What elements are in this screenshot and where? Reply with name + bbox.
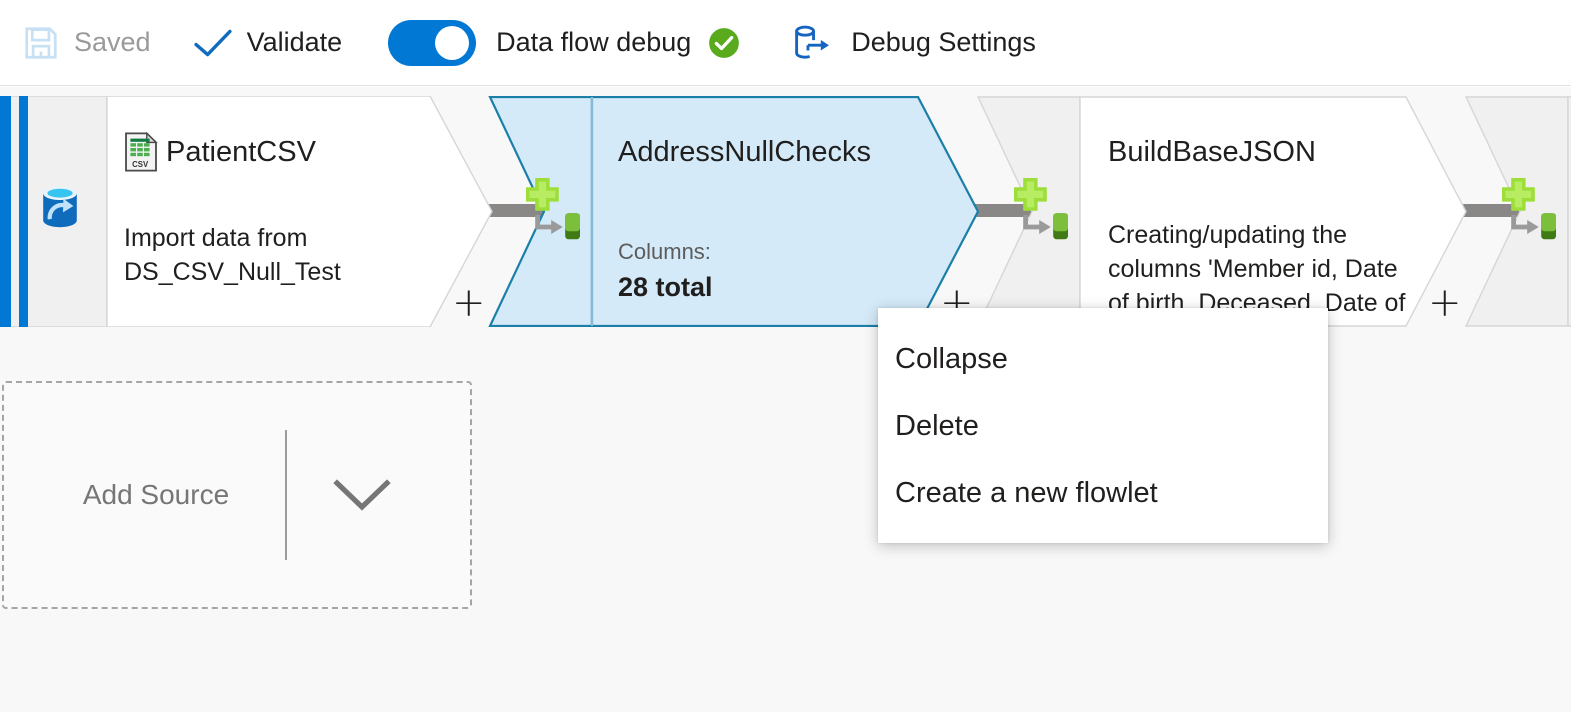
toggle-knob [435,25,470,60]
add-source-button[interactable]: Add Source [2,381,472,609]
save-label: Saved [74,27,151,57]
data-flow-canvas[interactable]: CSV PatientCSV Import data from DS_CSV_N… [0,87,1571,712]
node-title: PatientCSV [166,136,316,168]
toolbar: Saved Validate Data flow debug [0,0,1571,86]
node-description: Creating/updating the columns 'Member id… [1108,221,1406,317]
debug-settings-button[interactable]: Debug Settings [789,13,1036,73]
svg-text:CSV: CSV [132,160,149,169]
data-flow-debug-toggle[interactable] [388,19,477,66]
data-flow-debug-label: Data flow debug [496,27,692,57]
context-menu-item-delete[interactable]: Delete [895,410,979,442]
node-shape [976,96,1467,327]
debug-settings-label: Debug Settings [851,27,1036,57]
add-transform-plus-button[interactable]: + [452,280,486,326]
validate-label: Validate [246,27,343,57]
csv-file-icon: CSV [124,131,158,177]
node-shape [488,96,980,327]
data-flow-node-source[interactable]: CSV PatientCSV Import data from DS_CSV_N… [0,96,500,327]
node-columns-label: Columns: [618,239,711,264]
add-transform-plus-button[interactable]: + [1428,280,1462,326]
derived-column-icon [1004,176,1076,249]
node-title: BuildBaseJSON [1108,136,1316,168]
database-export-icon [789,21,833,65]
database-source-icon [35,182,85,243]
floppy-disk-icon [22,24,60,62]
node-context-menu[interactable]: Collapse Delete Create a new flowlet [878,308,1328,543]
chevron-down-icon[interactable] [333,475,391,515]
derived-column-icon [1492,176,1564,249]
save-button[interactable]: Saved [22,13,151,73]
checkmark-icon [193,27,233,59]
validate-button[interactable]: Validate [193,13,343,73]
context-menu-item-collapse[interactable]: Collapse [895,343,1008,375]
divider [285,430,288,560]
node-shape [0,96,493,327]
node-description: Import data from DS_CSV_Null_Test [124,224,341,286]
derived-column-icon [516,176,588,249]
data-flow-node-build-base-json[interactable]: BuildBaseJSON Creating/updating the colu… [976,96,1476,327]
data-flow-node-address-null-checks[interactable]: AddressNullChecks Columns: 28 total + [488,96,988,327]
add-source-label: Add Source [82,479,230,510]
node-columns-value: 28 total [618,272,713,302]
context-menu-item-create-flowlet[interactable]: Create a new flowlet [895,477,1158,509]
node-shape [1464,96,1571,327]
node-title: AddressNullChecks [618,136,872,168]
data-flow-debug-group: Data flow debug [388,13,741,73]
data-flow-node-next[interactable] [1464,96,1571,327]
green-check-circle-icon [707,26,741,60]
